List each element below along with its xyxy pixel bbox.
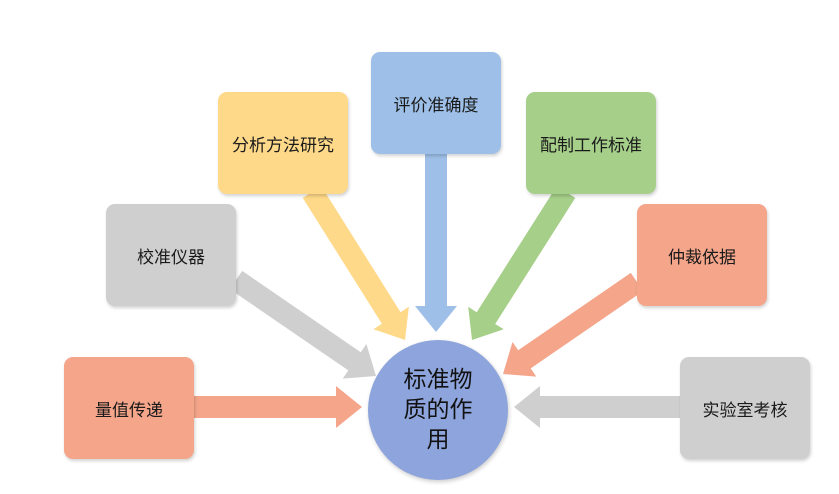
node-label: 实验室考核	[702, 400, 788, 421]
arrow-method	[302, 186, 409, 340]
node-prepare-working-standard: 配制工作标准	[526, 92, 656, 194]
node-calibrate-instrument: 校准仪器	[106, 204, 236, 306]
arrow-arbitrate	[503, 272, 644, 377]
center-label: 标准物质的作用	[403, 367, 473, 453]
arrows-layer	[194, 154, 680, 428]
node-lab-assessment: 实验室考核	[680, 357, 810, 459]
node-arbitration-basis: 仲裁依据	[637, 204, 767, 306]
node-label: 仲裁依据	[668, 247, 736, 268]
arrow-lab	[514, 386, 680, 428]
center-circle: 标准物质的作用	[368, 340, 508, 480]
node-label: 评价准确度	[393, 95, 479, 116]
arrow-transfer	[194, 386, 362, 428]
node-label: 分析方法研究	[232, 135, 334, 156]
arrow-calibrate	[229, 270, 376, 379]
node-evaluate-accuracy: 评价准确度	[371, 52, 501, 154]
arrow-eval	[415, 154, 457, 332]
node-method-research: 分析方法研究	[218, 92, 348, 194]
arrow-standard	[468, 186, 576, 340]
node-label: 配制工作标准	[540, 135, 642, 156]
node-value-transfer: 量值传递	[64, 357, 194, 459]
node-label: 校准仪器	[137, 247, 205, 268]
node-label: 量值传递	[95, 400, 163, 421]
